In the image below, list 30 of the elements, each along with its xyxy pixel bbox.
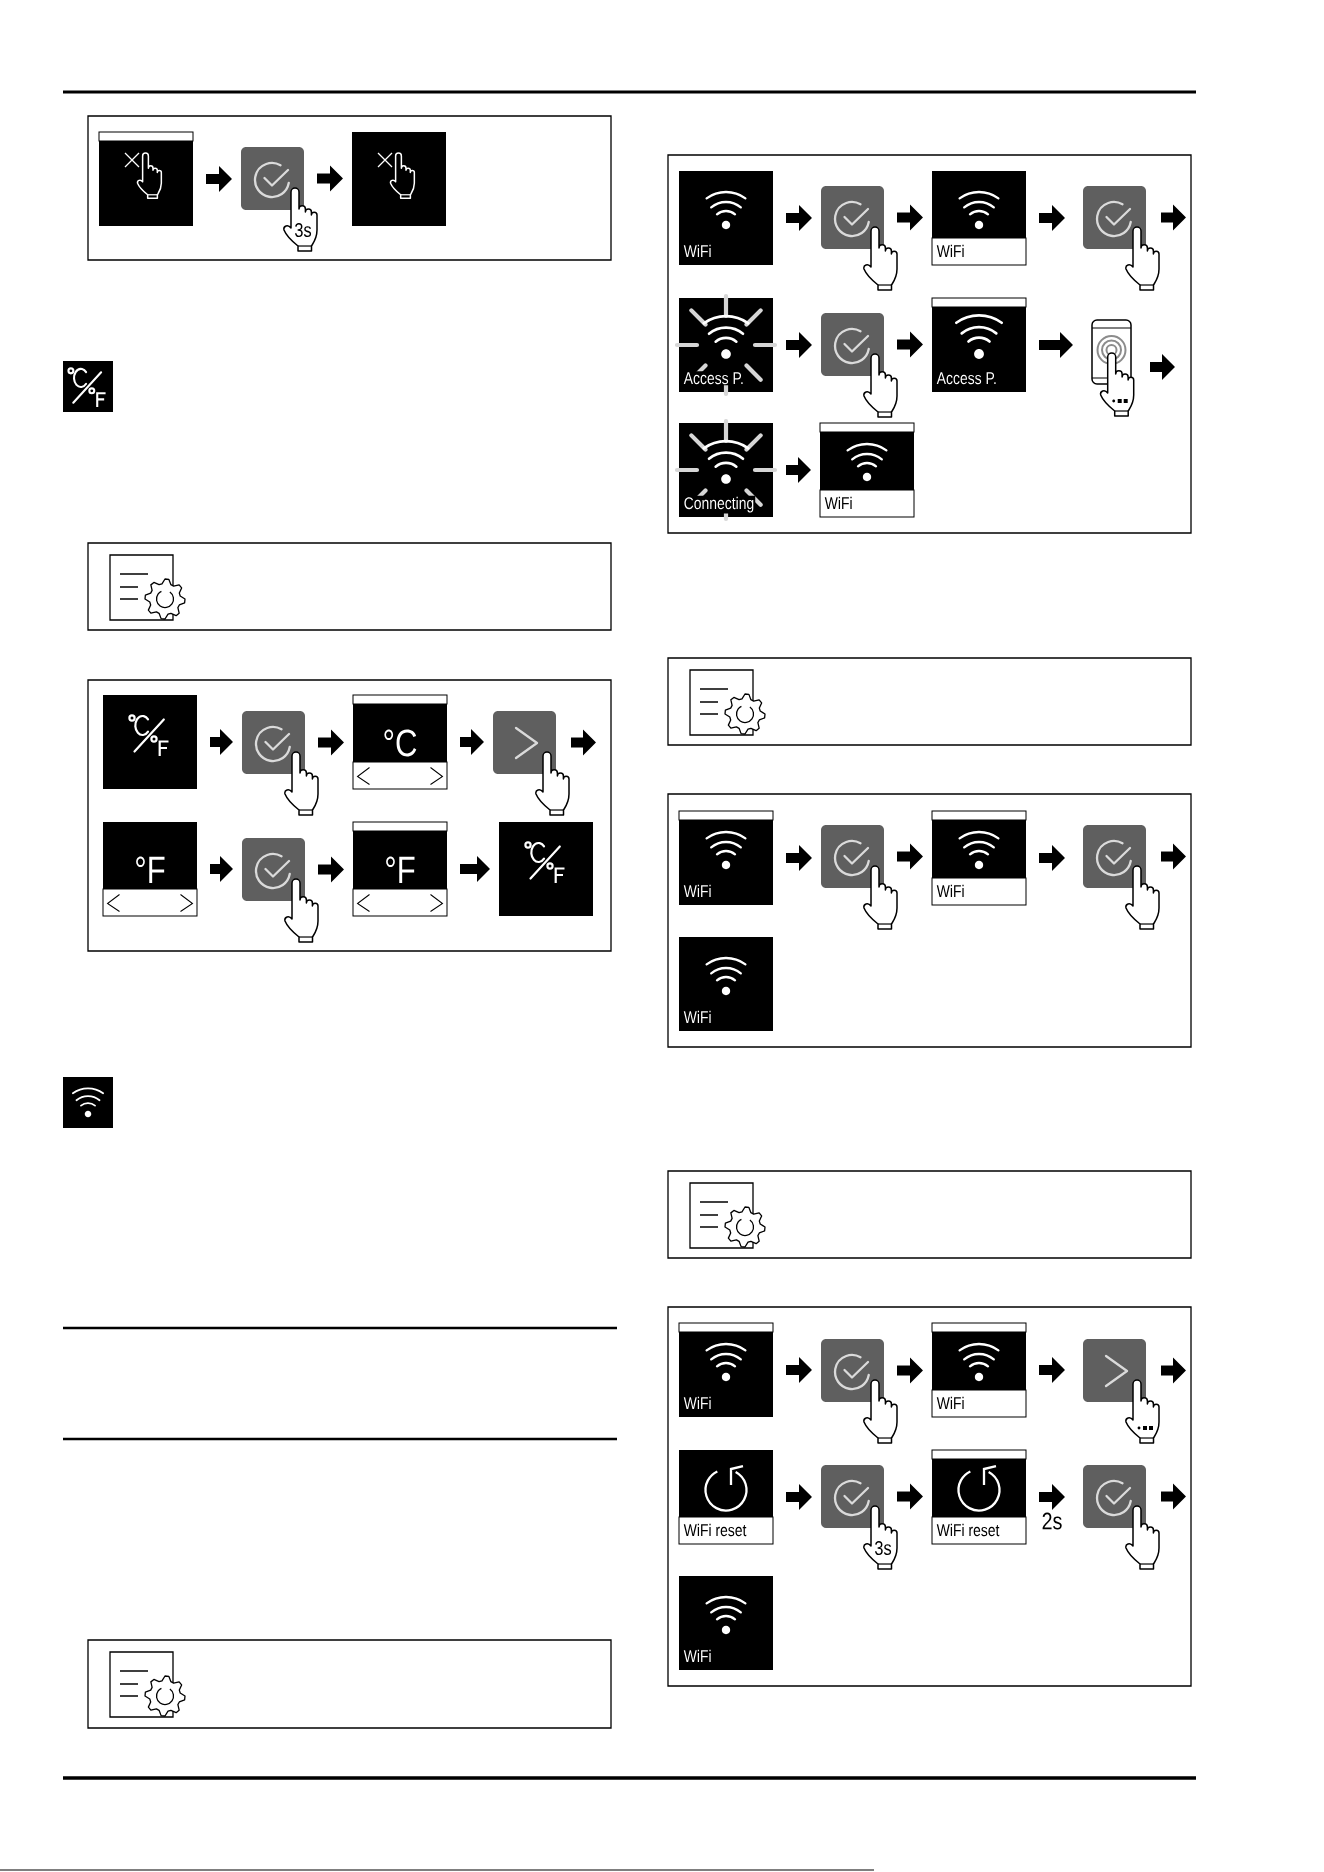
display-screen: Access P. <box>931 297 1027 392</box>
panel <box>667 1306 1192 1687</box>
display-screen <box>98 131 194 226</box>
display-screen: WiFi <box>679 1576 773 1670</box>
display-screen: °F <box>352 821 448 917</box>
display-screen: WiFi <box>678 1322 774 1417</box>
display-screen: WiFi reset <box>931 1449 1027 1545</box>
edge-label: 2s <box>1042 1512 1062 1530</box>
display-screen: WiFi reset <box>678 1450 774 1545</box>
display-screen <box>352 132 446 226</box>
panel <box>667 793 1192 1048</box>
display-screen <box>103 695 197 789</box>
display-screen: WiFi <box>931 171 1027 266</box>
display-screen <box>499 822 593 916</box>
display-screen: °C <box>352 694 448 790</box>
display-screen: Access P. <box>674 293 778 397</box>
display-screen: WiFi <box>931 810 1027 906</box>
display-screen: WiFi <box>931 1322 1027 1418</box>
duration-label: 3s <box>294 222 312 238</box>
phone-tap-icon <box>1091 319 1135 417</box>
display-screen: °F <box>102 822 198 917</box>
display-screen: Connecting <box>674 418 778 522</box>
panel <box>87 679 612 952</box>
display-screen: WiFi <box>819 422 915 518</box>
panel <box>87 115 612 261</box>
display-screen: WiFi <box>679 937 773 1031</box>
display-screen: WiFi <box>678 810 774 905</box>
panel <box>667 154 1192 534</box>
duration-label: 3s <box>874 1540 892 1556</box>
display-screen: WiFi <box>679 171 773 265</box>
